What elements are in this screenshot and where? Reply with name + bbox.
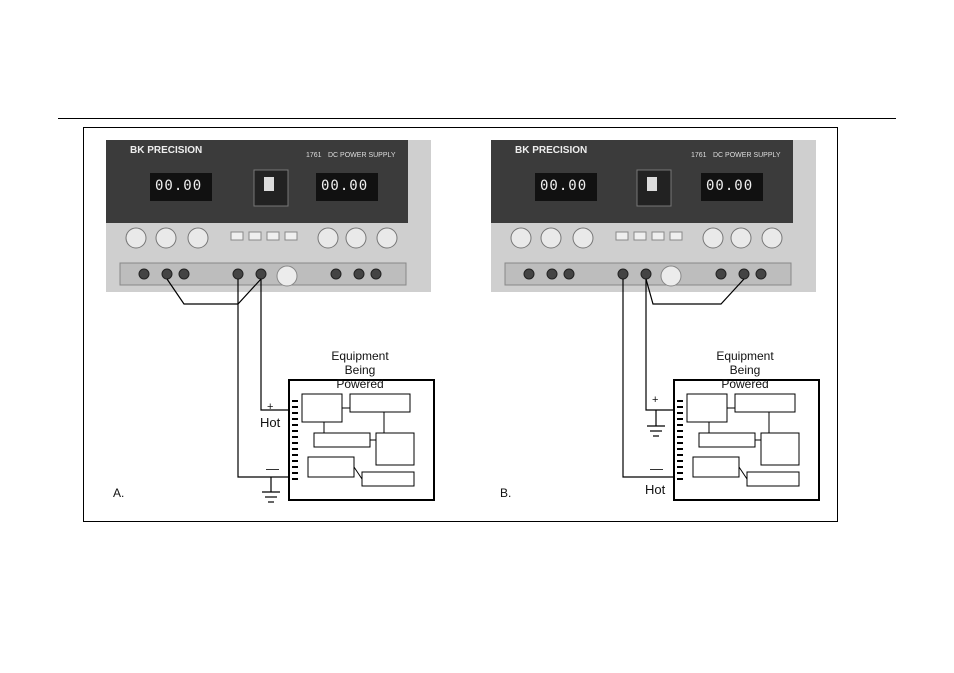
- display-left-value: 00.00: [540, 178, 588, 194]
- equipment-title-line1: Equipment: [716, 349, 774, 363]
- model-label: 1761: [691, 152, 707, 159]
- binding-post-icon: [523, 268, 767, 280]
- figure-panel-a: BK PRECISION 1761 DC POWER SUPPLY 00.00 …: [84, 128, 461, 521]
- product-label: DC POWER SUPPLY: [328, 152, 396, 159]
- figure-letter: B.: [500, 486, 512, 500]
- jumper-wire: [645, 278, 745, 305]
- plus-lead-wire: [645, 279, 674, 411]
- equipment-title-line1: Equipment: [331, 349, 389, 363]
- binding-post-icon: [138, 268, 382, 280]
- hot-label: Hot: [645, 482, 666, 497]
- brand-label: BK PRECISION: [130, 145, 203, 156]
- display-left: [535, 173, 597, 201]
- hot-label: Hot: [260, 415, 281, 430]
- knob-icon: [276, 265, 298, 287]
- knob-icon: [510, 227, 783, 249]
- function-switches: [230, 231, 298, 241]
- board-edge-connector: [292, 400, 298, 480]
- knob-icon: [125, 227, 398, 249]
- minus-label: —: [650, 461, 663, 476]
- display-right-value: 00.00: [706, 178, 754, 194]
- header-rule: [58, 118, 896, 119]
- display-right: [316, 173, 378, 201]
- minus-lead-wire: [237, 279, 289, 478]
- wiring-diagram-b: [491, 140, 820, 501]
- display-left: [150, 173, 212, 201]
- minus-lead-wire: [622, 279, 674, 478]
- figure-frame: BK PRECISION 1761 DC POWER SUPPLY 00.00 …: [83, 127, 838, 522]
- model-label: 1761: [306, 152, 322, 159]
- circuit-traces: [301, 393, 415, 487]
- display-right: [701, 173, 763, 201]
- function-switches: [615, 231, 683, 241]
- jumper-wire: [166, 278, 262, 305]
- figure-panel-b: BK PRECISION 1761 DC POWER SUPPLY 00.00 …: [461, 128, 838, 521]
- wiring-diagram-a: [106, 140, 435, 503]
- equipment-title-line2: Being Powered: [336, 363, 384, 391]
- plus-label: +: [267, 401, 274, 413]
- power-switch-rocker: [264, 177, 274, 191]
- equipment-title-line2: Being Powered: [721, 363, 769, 391]
- plus-label: +: [652, 394, 659, 406]
- knob-icon: [660, 265, 682, 287]
- equipment-title: Equipment Being Powered: [320, 349, 400, 391]
- brand-label: BK PRECISION: [515, 145, 588, 156]
- display-right-value: 00.00: [321, 178, 369, 194]
- ground-icon: [262, 477, 280, 503]
- power-switch-rocker: [647, 177, 657, 191]
- display-left-value: 00.00: [155, 178, 203, 194]
- equipment-title: Equipment Being Powered: [705, 349, 785, 391]
- product-label: DC POWER SUPPLY: [713, 152, 781, 159]
- minus-label: —: [266, 461, 279, 476]
- ground-icon: [647, 410, 665, 437]
- circuit-traces: [686, 393, 800, 487]
- plus-lead-wire: [260, 279, 289, 411]
- figure-letter: A.: [113, 486, 125, 500]
- board-edge-connector: [677, 400, 683, 480]
